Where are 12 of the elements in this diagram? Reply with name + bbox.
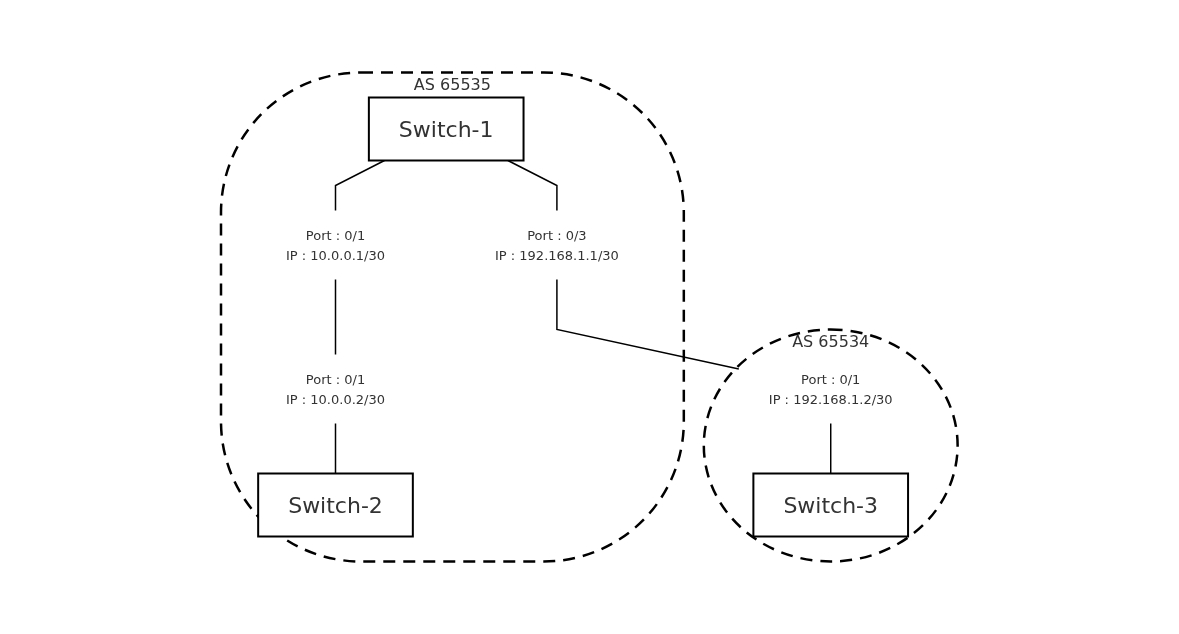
node-box: Switch-3 (752, 472, 910, 538)
connector (556, 278, 740, 370)
node-text: Port : 0/1 IP : 10.0.0.1/30 (286, 227, 386, 262)
connector (830, 422, 832, 475)
node-text: Port : 0/1 IP : 192.168.1.2/30 (769, 371, 893, 406)
connector (507, 159, 558, 212)
node-box: Switch-2 (257, 472, 414, 538)
connector (334, 422, 337, 475)
node-text: Port : 0/1 IP : 10.0.0.2/30 (286, 371, 386, 406)
connector (334, 278, 337, 356)
node-box: Switch-1 (368, 96, 525, 162)
node-text: Port : 0/3 IP : 192.168.1.1/30 (495, 227, 619, 262)
